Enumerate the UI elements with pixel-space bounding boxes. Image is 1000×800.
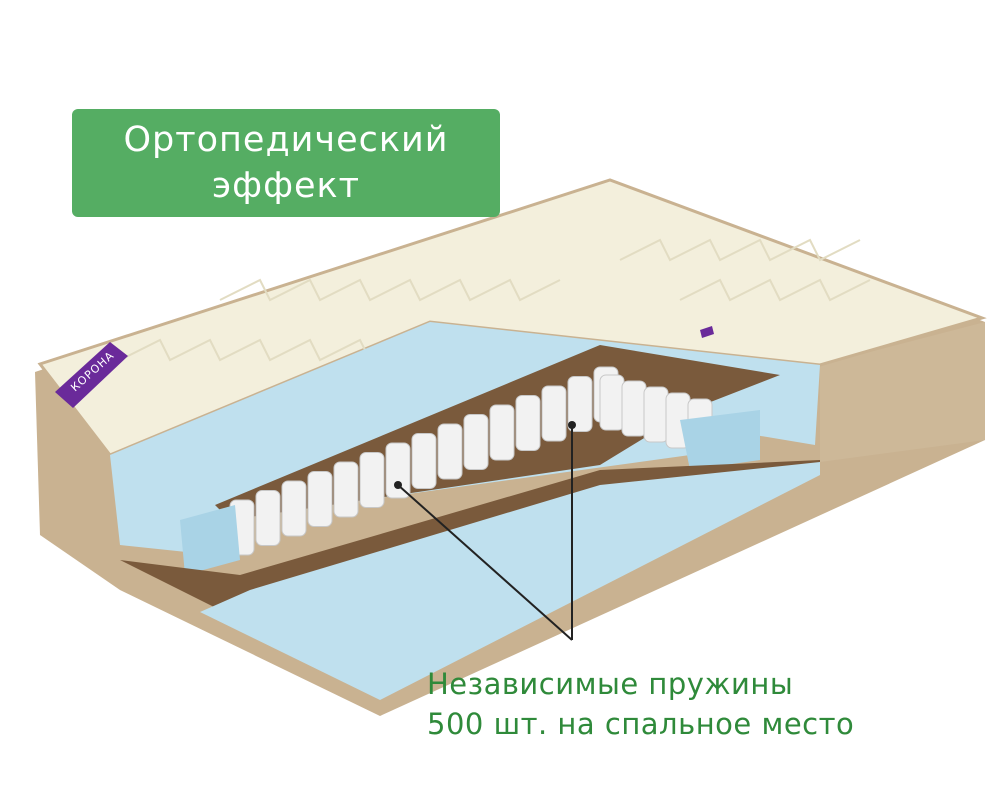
spring-pocket [489,404,515,461]
callout-dot [394,481,402,489]
spring-pocket [411,433,437,489]
foam-bottom-layer [200,462,820,700]
brand-label [55,342,128,408]
spring-pocket [281,480,307,537]
spring-pocket [333,461,359,518]
spring-pocket [515,395,541,451]
spring-pocket [643,386,669,443]
spring-pocket [621,380,647,437]
callout-lines [397,425,573,641]
foam-block-back [680,410,760,470]
spring-pocket [541,385,567,442]
mattress-right-side [820,322,985,462]
badge-line-2: эффект [211,166,361,206]
spring-pocket [307,471,333,527]
spring-pocket [385,442,411,499]
spring-pocket [567,376,593,432]
spring-pocket [599,374,625,431]
spring-pocket [437,423,463,480]
brand-tag-small [700,326,714,338]
spring-pocket [463,414,489,470]
badge-line-1: Ортопедический [123,120,449,160]
spring-pocket [359,452,385,508]
springs-caption: Независимые пружины 500 шт. на спальное … [427,664,854,744]
spring-pocket [255,490,281,546]
callout-dot [568,421,576,429]
caption-line-2: 500 шт. на спальное место [427,707,855,741]
orthopedic-effect-badge: Ортопедический эффект [72,109,500,217]
foam-block-front [180,505,240,575]
caption-line-1: Независимые пружины [427,667,794,701]
